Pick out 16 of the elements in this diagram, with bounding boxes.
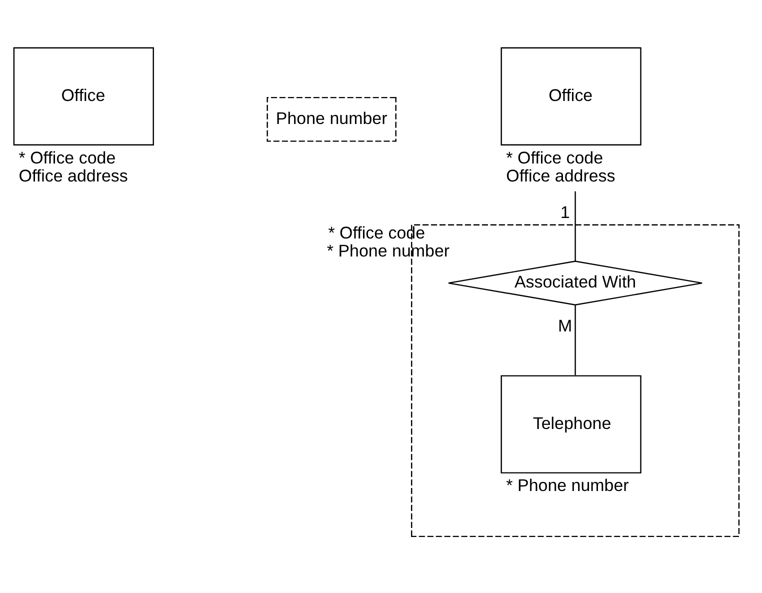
connector (574, 190, 576, 261)
node-box: Office (13, 46, 154, 145)
node-diamond: Associated With (448, 260, 703, 305)
node-label: Office address (506, 166, 616, 185)
node-label: * Office code (506, 148, 604, 167)
edge-label: 1 (560, 202, 570, 222)
edge-label: M (558, 316, 572, 336)
node-box: Telephone (500, 374, 642, 473)
node-label: * Phone number (326, 241, 450, 260)
node-box: Phone number (266, 96, 396, 142)
node-label: * Office code (328, 222, 426, 242)
node-label: Office address (18, 166, 128, 185)
node-label: * Office code (18, 148, 116, 167)
node-label: * Phone number (506, 476, 629, 495)
connector (574, 304, 576, 375)
node-box: Office (500, 46, 642, 145)
